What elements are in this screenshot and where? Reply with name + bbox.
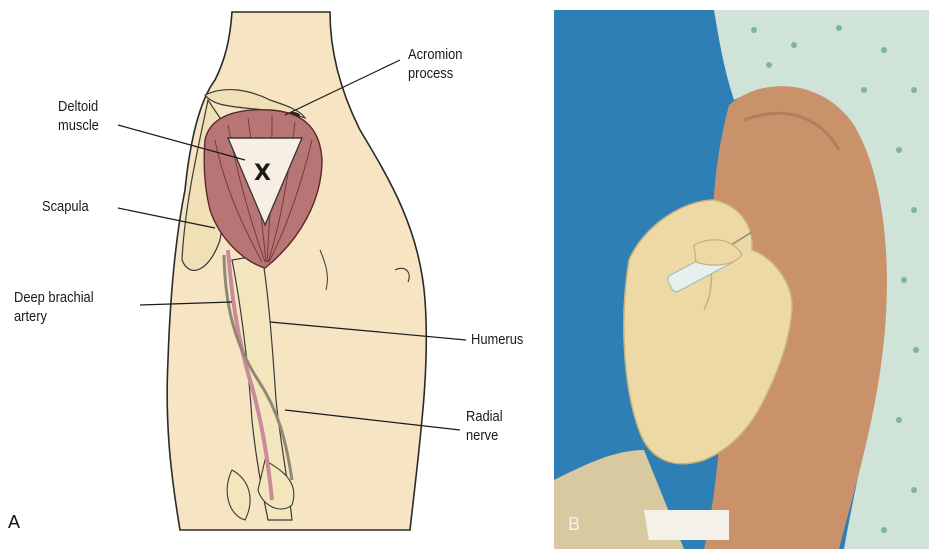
label-scapula: Scapula bbox=[42, 197, 89, 216]
label-humerus: Humerus bbox=[471, 330, 523, 349]
label-acromion-process: Acromion process bbox=[408, 45, 462, 83]
panel-a-letter: A bbox=[8, 512, 20, 533]
injection-site-mark: X bbox=[254, 161, 271, 186]
panel-b-letter: B bbox=[568, 514, 580, 535]
arm-anatomy-illustration: X bbox=[0, 0, 548, 549]
injection-photo-panel: B bbox=[554, 10, 929, 549]
injection-photo-illustration bbox=[554, 10, 929, 549]
label-deep-brachial-artery: Deep brachial artery bbox=[14, 288, 94, 326]
glove-cuff bbox=[644, 510, 729, 540]
label-deltoid-muscle: Deltoid muscle bbox=[58, 97, 99, 135]
label-radial-nerve: Radial nerve bbox=[466, 407, 503, 445]
anatomy-diagram-panel: X Acromion process Deltoid muscle Scapul… bbox=[0, 0, 548, 549]
arm-outline bbox=[167, 12, 426, 530]
